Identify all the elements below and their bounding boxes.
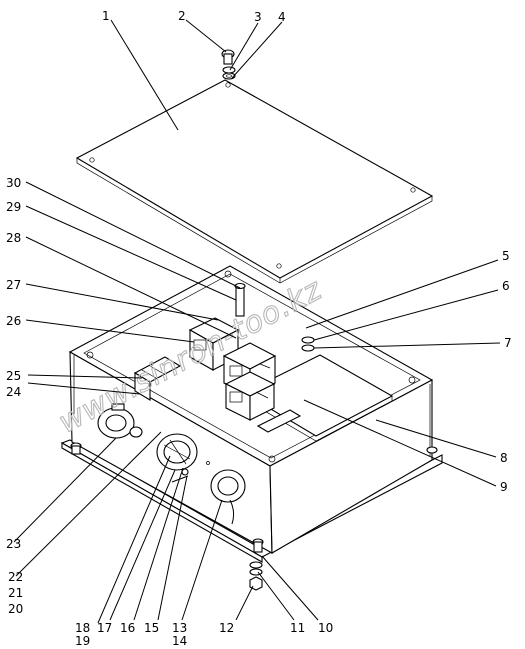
callout-16: 16	[120, 621, 135, 635]
callout-4: 4	[278, 10, 286, 24]
leader-lines	[13, 19, 501, 624]
callout-19: 19	[75, 634, 90, 648]
callout-18: 18	[75, 621, 90, 635]
callout-26: 26	[6, 314, 21, 328]
callout-6: 6	[502, 279, 510, 293]
callout-11: 11	[290, 621, 305, 635]
callout-27: 27	[6, 278, 21, 292]
callout-20: 20	[8, 602, 23, 616]
callout-24: 24	[6, 385, 21, 399]
pressure-switch	[97, 403, 143, 439]
callout-21: 21	[8, 586, 23, 600]
callout-8: 8	[500, 451, 508, 465]
lid-cover	[75, 79, 434, 284]
callout-15: 15	[144, 621, 159, 635]
callout-14: 14	[172, 634, 187, 648]
terminal-strip	[133, 356, 182, 401]
callout-3: 3	[254, 10, 262, 24]
cable-gland-right	[206, 461, 246, 525]
callout-5: 5	[502, 249, 510, 263]
callout-25: 25	[6, 369, 21, 383]
callout-9: 9	[500, 480, 508, 494]
callout-1: 1	[102, 9, 110, 23]
callout-labels: 1 2 3 4 5 6 7 8 9 10 11 12 13 14 15 16 1…	[6, 9, 512, 648]
callout-28: 28	[6, 231, 21, 245]
callout-23: 23	[6, 537, 21, 551]
callout-7: 7	[504, 336, 512, 350]
cable-gland-left	[156, 433, 198, 483]
callout-22: 22	[8, 570, 23, 584]
callout-2: 2	[178, 9, 186, 23]
callout-17: 17	[97, 621, 112, 635]
callout-29: 29	[6, 200, 21, 214]
callout-13: 13	[172, 621, 187, 635]
callout-30: 30	[6, 176, 21, 190]
foot-bolts	[70, 442, 438, 591]
lid-screw	[221, 49, 236, 80]
callout-12: 12	[219, 621, 234, 635]
relay-block	[188, 317, 277, 421]
callout-10: 10	[318, 621, 333, 635]
